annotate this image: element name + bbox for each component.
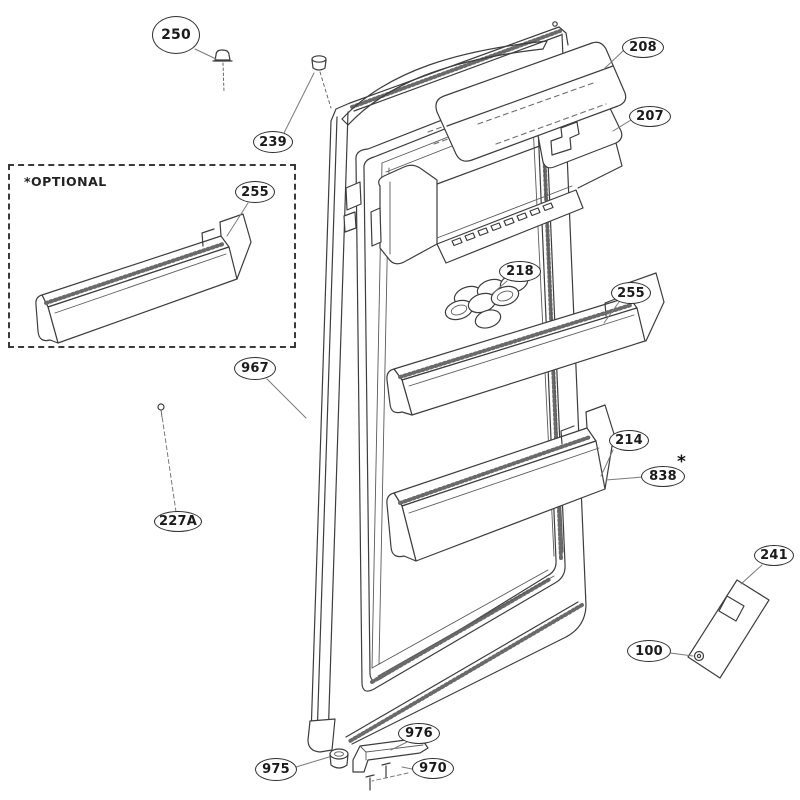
callout-255-optional: 255 [235, 181, 275, 203]
note-asterisk: * [677, 452, 686, 472]
cap-975 [329, 748, 349, 769]
callout-207: 207 [629, 106, 671, 127]
callout-838: 838 [641, 466, 685, 487]
callout-976: 976 [398, 723, 440, 744]
callout-227A: 227A [154, 511, 202, 532]
callout-970: 970 [412, 758, 454, 779]
callout-208: 208 [622, 37, 664, 58]
bracket-976 [352, 737, 429, 773]
screws-970 [365, 762, 391, 791]
callout-218: 218 [499, 261, 541, 282]
screw-100 [693, 650, 705, 662]
cover-plate-241 [687, 579, 770, 679]
callout-214: 214 [609, 430, 649, 451]
screw-239 [311, 55, 332, 109]
door-bin-214 [386, 404, 615, 562]
callout-100: 100 [627, 640, 671, 662]
callout-250: 250 [152, 16, 200, 54]
leader-lines [161, 48, 763, 782]
callout-967: 967 [234, 357, 276, 380]
optional-parts-box: *OPTIONAL [8, 164, 296, 348]
screw-250 [212, 49, 233, 93]
callout-975: 975 [255, 758, 297, 781]
callout-239: 239 [253, 131, 293, 153]
pin-227a [157, 403, 165, 418]
callout-255: 255 [611, 282, 651, 304]
callout-241: 241 [754, 545, 794, 566]
dairy-bin-cover-208 [435, 41, 627, 162]
optional-door-shelf-255 [35, 213, 252, 344]
optional-box-label: *OPTIONAL [24, 174, 107, 189]
